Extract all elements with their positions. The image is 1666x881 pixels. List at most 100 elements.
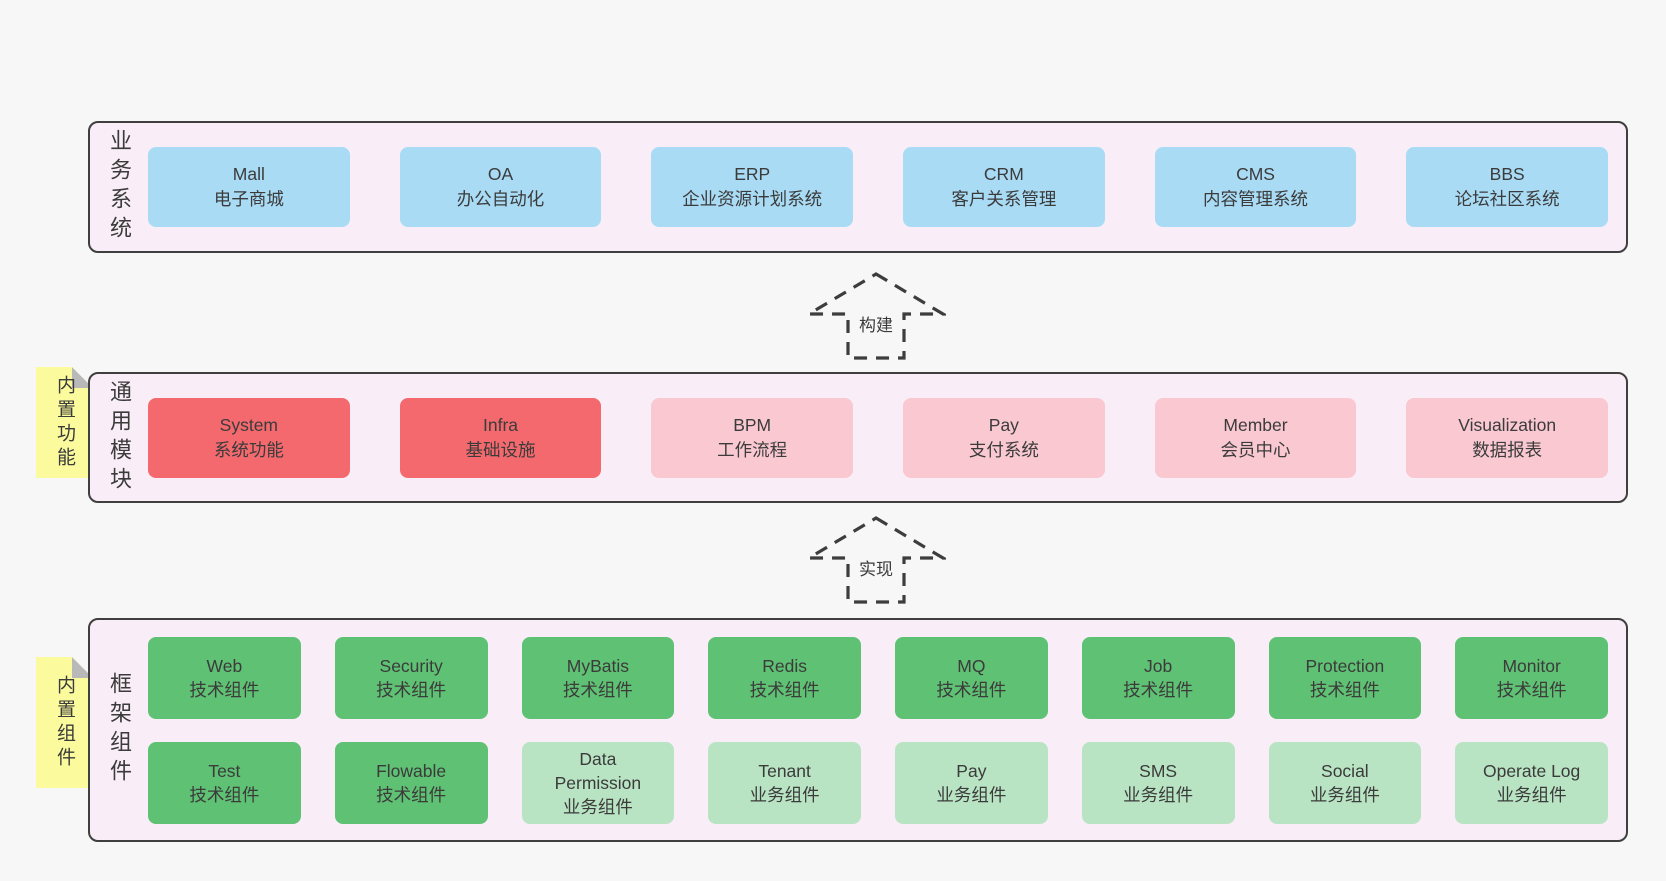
box-subtitle: 支付系统 — [968, 439, 1039, 460]
box-pay-biz: Pay 业务组件 — [895, 741, 1048, 824]
box-subtitle: 技术组件 — [749, 679, 820, 700]
dashed-up-arrow-icon — [806, 516, 946, 604]
band2-boxes: System 系统功能 Infra 基础设施 BPM 工作流程 Pay 支付系统… — [148, 374, 1626, 501]
box-social: Social 业务组件 — [1268, 741, 1422, 824]
box-title: Social — [1321, 760, 1369, 781]
band3-row2: Test 技术组件 Flowable 技术组件 Data Permission … — [148, 741, 1608, 824]
box-flowable: Flowable 技术组件 — [334, 741, 488, 824]
box-subtitle: 技术组件 — [1496, 679, 1567, 700]
box-mall: Mall 电子商城 — [148, 147, 350, 227]
box-subtitle: 基础设施 — [465, 439, 536, 460]
box-title: Infra — [482, 414, 519, 435]
box-title: Mall — [232, 164, 265, 184]
box-title: CMS — [1236, 164, 1275, 184]
box-web: Web 技术组件 — [148, 636, 301, 719]
box-oa: OA 办公自动化 — [399, 147, 602, 227]
box-subtitle: 会员中心 — [1220, 439, 1291, 460]
box-subtitle: 办公自动化 — [456, 189, 545, 209]
box-visualization: Visualization 数据报表 — [1406, 397, 1609, 478]
box-title: Member — [1223, 414, 1288, 435]
box-subtitle: 技术组件 — [936, 679, 1007, 700]
box-subtitle: 技术组件 — [1123, 679, 1194, 700]
band3-rows: Web 技术组件 Security 技术组件 MyBatis 技术组件 Redi… — [148, 620, 1626, 840]
box-title: MQ — [957, 655, 986, 676]
arrow-label: 构建 — [856, 311, 896, 336]
box-subtitle: 数据报表 — [1472, 439, 1543, 460]
box-title: ERP — [734, 164, 771, 184]
band-label-text: 框架组件 — [107, 672, 132, 788]
band-label: 业务系统 — [90, 123, 148, 251]
box-title: BBS — [1489, 164, 1525, 184]
box-system: System 系统功能 — [148, 397, 350, 478]
box-subtitle: 论坛社区系统 — [1454, 189, 1560, 209]
box-title: Web — [206, 655, 243, 676]
build-arrow: 构建 — [806, 271, 946, 361]
box-data-permission: Data Permission 业务组件 — [521, 741, 675, 824]
band-label-text: 通用模块 — [107, 379, 132, 496]
box-cms: CMS 内容管理系统 — [1154, 147, 1357, 227]
box-title: Test — [208, 760, 241, 781]
box-title: Job — [1144, 655, 1173, 676]
arrow-label: 实现 — [856, 555, 896, 580]
box-title: CRM — [983, 164, 1024, 184]
box-title: Security — [379, 655, 443, 676]
box-mq: MQ 技术组件 — [895, 636, 1048, 719]
box-subtitle: 技术组件 — [376, 784, 447, 805]
box-title: Protection — [1305, 655, 1385, 676]
box-subtitle: 业务组件 — [562, 796, 633, 817]
box-title: Visualization — [1458, 414, 1557, 435]
box-subtitle: 工作流程 — [717, 439, 788, 460]
box-subtitle: 技术组件 — [189, 784, 260, 805]
box-title: System — [219, 414, 279, 435]
box-redis: Redis 技术组件 — [708, 636, 861, 719]
box-title: MyBatis — [566, 655, 629, 676]
box-monitor: Monitor 技术组件 — [1455, 636, 1608, 719]
box-erp: ERP 企业资源计划系统 — [651, 147, 854, 227]
box-title: OA — [487, 164, 514, 184]
box-tenant: Tenant 业务组件 — [708, 741, 861, 824]
box-pay: Pay 支付系统 — [903, 397, 1105, 478]
box-job: Job 技术组件 — [1081, 636, 1235, 719]
box-title: BPM — [733, 414, 772, 435]
box-subtitle: 技术组件 — [189, 679, 260, 700]
box-protection: Protection 技术组件 — [1268, 636, 1422, 719]
box-security: Security 技术组件 — [334, 636, 488, 719]
box-crm: CRM 客户关系管理 — [903, 147, 1105, 227]
box-title: Flowable — [376, 760, 447, 781]
box-subtitle: 技术组件 — [562, 679, 633, 700]
box-title: Monitor — [1502, 655, 1561, 676]
box-title: Operate Log — [1482, 760, 1581, 781]
box-subtitle: 系统功能 — [213, 439, 284, 460]
box-subtitle: 技术组件 — [1309, 679, 1380, 700]
dashed-up-arrow-icon — [806, 272, 946, 360]
box-subtitle: 业务组件 — [936, 784, 1007, 805]
band-framework-components: 框架组件 Web 技术组件 Security 技术组件 MyBatis 技术组件… — [88, 618, 1628, 842]
box-title: Tenant — [758, 760, 811, 781]
box-operate-log: Operate Log 业务组件 — [1455, 741, 1608, 824]
box-subtitle: 业务组件 — [749, 784, 820, 805]
box-infra: Infra 基础设施 — [399, 397, 602, 478]
box-bpm: BPM 工作流程 — [651, 397, 854, 478]
sticky-label: 内置功能 — [54, 374, 75, 471]
band-label: 框架组件 — [90, 620, 148, 840]
sticky-note-built-in-features: 内置功能 — [36, 367, 93, 478]
box-member: Member 会员中心 — [1154, 397, 1357, 478]
box-subtitle: 企业资源计划系统 — [682, 189, 823, 209]
box-title: Data Permission — [554, 748, 642, 793]
box-subtitle: 业务组件 — [1309, 784, 1380, 805]
band1-boxes: Mall 电子商城 OA 办公自动化 ERP 企业资源计划系统 CRM 客户关系… — [148, 123, 1626, 251]
box-subtitle: 客户关系管理 — [951, 189, 1057, 209]
box-subtitle: 业务组件 — [1496, 784, 1567, 805]
box-title: Redis — [762, 655, 807, 676]
sticky-note-built-in-components: 内置组件 — [36, 657, 93, 788]
box-title: Pay — [988, 414, 1019, 435]
band-common-modules: 通用模块 System 系统功能 Infra 基础设施 BPM 工作流程 Pay… — [88, 372, 1628, 503]
box-test: Test 技术组件 — [148, 741, 301, 824]
box-title: SMS — [1139, 760, 1178, 781]
box-mybatis: MyBatis 技术组件 — [521, 636, 675, 719]
band-label: 通用模块 — [90, 374, 148, 501]
band3-row1: Web 技术组件 Security 技术组件 MyBatis 技术组件 Redi… — [148, 636, 1608, 719]
box-subtitle: 电子商城 — [213, 189, 284, 209]
box-subtitle: 内容管理系统 — [1203, 189, 1309, 209]
